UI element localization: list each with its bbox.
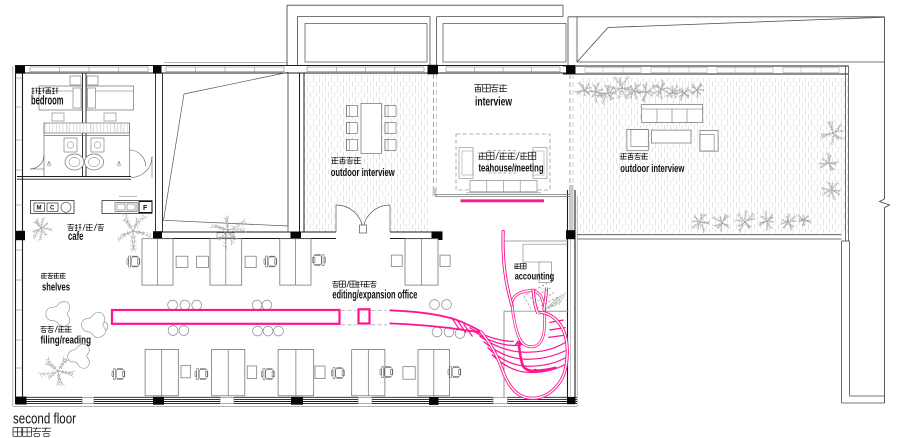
svg-text:C: C: [50, 206, 55, 212]
svg-text:bedroom: bedroom: [31, 93, 64, 107]
svg-text:second floor: second floor: [13, 411, 76, 428]
svg-text:shelves: shelves: [42, 281, 70, 293]
svg-text:editing/expansion office: editing/expansion office: [332, 289, 417, 301]
svg-text:F: F: [143, 205, 148, 212]
svg-text:filing/reading: filing/reading: [41, 334, 92, 346]
svg-text:interview: interview: [475, 94, 512, 108]
svg-text:outdoor interview: outdoor interview: [620, 163, 684, 175]
svg-text:cafe: cafe: [68, 231, 84, 243]
svg-text:accounting: accounting: [515, 271, 555, 283]
svg-text:M: M: [37, 206, 42, 212]
svg-text:outdoor interview: outdoor interview: [331, 167, 395, 179]
svg-text:teahouse/meeting: teahouse/meeting: [479, 163, 544, 175]
